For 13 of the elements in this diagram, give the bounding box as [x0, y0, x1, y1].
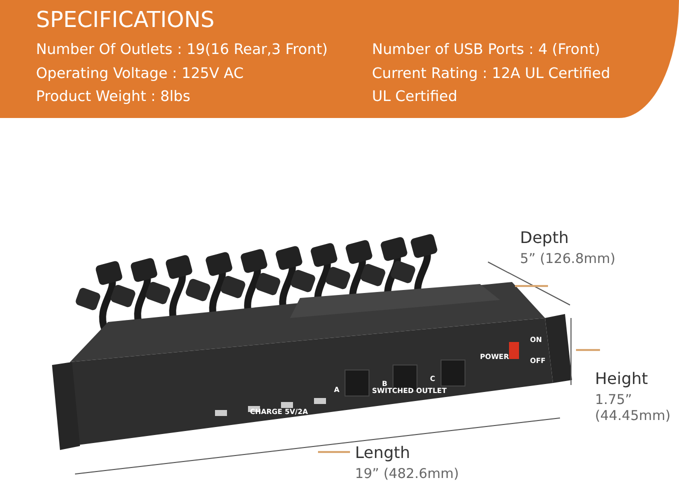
dimension-label: Length: [355, 443, 410, 462]
dimension-value: 1.75” (44.45mm): [595, 392, 672, 424]
dimension-label: Height: [595, 369, 648, 388]
spec-text: UL Certified: [372, 89, 458, 105]
spec-text: Number Of Outlets : 19(16 Rear,3 Front): [36, 42, 328, 58]
spec-text: Number of USB Ports : 4 (Front): [372, 42, 600, 58]
spec-text: Current Rating : 12A UL Certified: [372, 66, 610, 82]
spec-text: Operating Voltage : 125V AC: [36, 66, 244, 82]
heading: SPECIFICATIONS: [36, 8, 214, 33]
dimension-value: 19” (482.6mm): [355, 466, 459, 482]
dimension-label: Depth: [520, 228, 569, 247]
spec-text: Product Weight : 8lbs: [36, 89, 190, 105]
dimension-value: 5” (126.8mm): [520, 251, 616, 267]
